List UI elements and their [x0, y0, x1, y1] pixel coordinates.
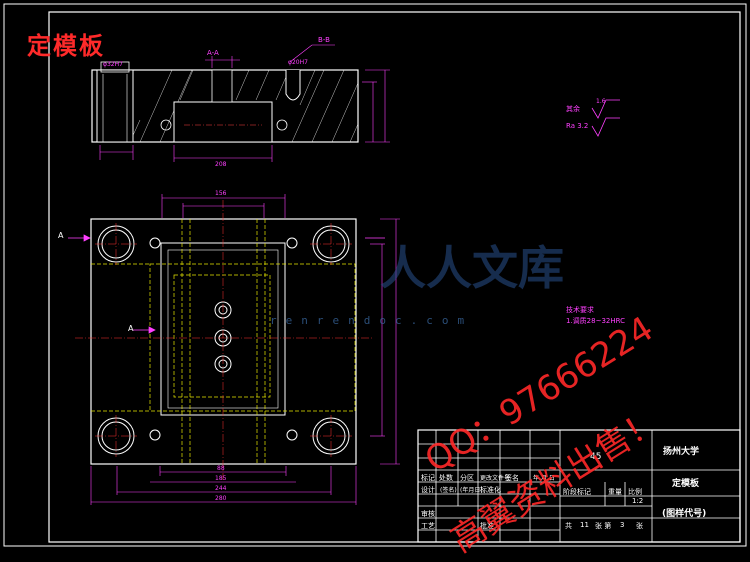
inner-frame	[48, 11, 741, 543]
section-view-top: A-A B-B φ32H7 φ20H7 208	[91, 36, 390, 168]
watermark-url: renrendoc.com	[270, 314, 474, 327]
tb-date: (年月日)	[460, 487, 483, 494]
roughness-value: 1.6	[596, 98, 606, 105]
surface-note-1: 其余	[566, 105, 580, 113]
roughness-symbol	[591, 99, 620, 137]
tb-approve: 批准	[480, 522, 494, 530]
section-a-label: A-A	[207, 49, 219, 57]
tb-date-ymd: 年.月.日	[533, 475, 555, 482]
tech-req-title: 技术要求	[566, 306, 594, 314]
dim-top-bore: φ32H7	[103, 61, 123, 68]
tb-marks: 标记	[421, 474, 435, 482]
dim-right-bore: φ20H7	[288, 59, 308, 66]
watermark-brand: 人人文库	[380, 241, 564, 295]
dim-bottom-4: 280	[215, 495, 227, 502]
tb-scale: 比例	[628, 488, 642, 496]
tb-zone: 分区	[460, 474, 474, 482]
section-arrow-a-left: A	[58, 231, 64, 240]
tb-check: 审核	[421, 510, 435, 518]
tb-stage-mark: 阶段标记	[563, 488, 591, 496]
tb-signature: 签名	[505, 474, 519, 482]
outer-frame	[3, 3, 747, 547]
tb-sheet-end: 张	[636, 522, 643, 530]
dim-bottom-3: 244	[215, 485, 227, 492]
dim-bottom-1: 88	[217, 465, 225, 472]
title-block	[417, 429, 741, 543]
tb-material: 45	[590, 452, 602, 462]
tb-total-val: 11	[580, 521, 589, 529]
cad-drawing: A-A B-B φ32H7 φ20H7 208	[3, 3, 747, 547]
tb-process: 工艺	[421, 522, 435, 530]
tb-school: 扬州大学	[663, 447, 700, 457]
tb-standardize: 标准化	[480, 486, 501, 494]
plan-view: A A 156 88 185 244 280	[58, 190, 400, 505]
dim-top-width: 208	[215, 161, 227, 168]
tb-signed: (签名)	[440, 487, 457, 494]
tb-sheet: 张 第	[595, 522, 612, 530]
tb-design: 设计	[421, 486, 435, 494]
surface-note-2: Ra 3.2	[566, 122, 589, 130]
dim-bottom-2: 185	[215, 475, 227, 482]
tb-change-doc: 更改文件号	[480, 475, 511, 482]
tb-part-name: 定模板	[672, 479, 700, 489]
tech-req-item-1: 1.调质28~32HRC	[566, 317, 626, 325]
tb-drawing-code: (图样代号)	[662, 509, 707, 519]
tb-total: 共	[565, 522, 572, 530]
drawing-title: 定模板	[27, 32, 105, 60]
section-b-label: B-B	[318, 36, 330, 44]
section-arrow-a-mid: A	[128, 324, 134, 333]
tb-weight: 重量	[608, 488, 622, 496]
tb-count: 处数	[439, 474, 453, 482]
tb-scale-value: 1:2	[632, 497, 644, 505]
tb-sheet-val: 3	[620, 521, 625, 529]
dim-mid-center: 156	[215, 190, 227, 197]
